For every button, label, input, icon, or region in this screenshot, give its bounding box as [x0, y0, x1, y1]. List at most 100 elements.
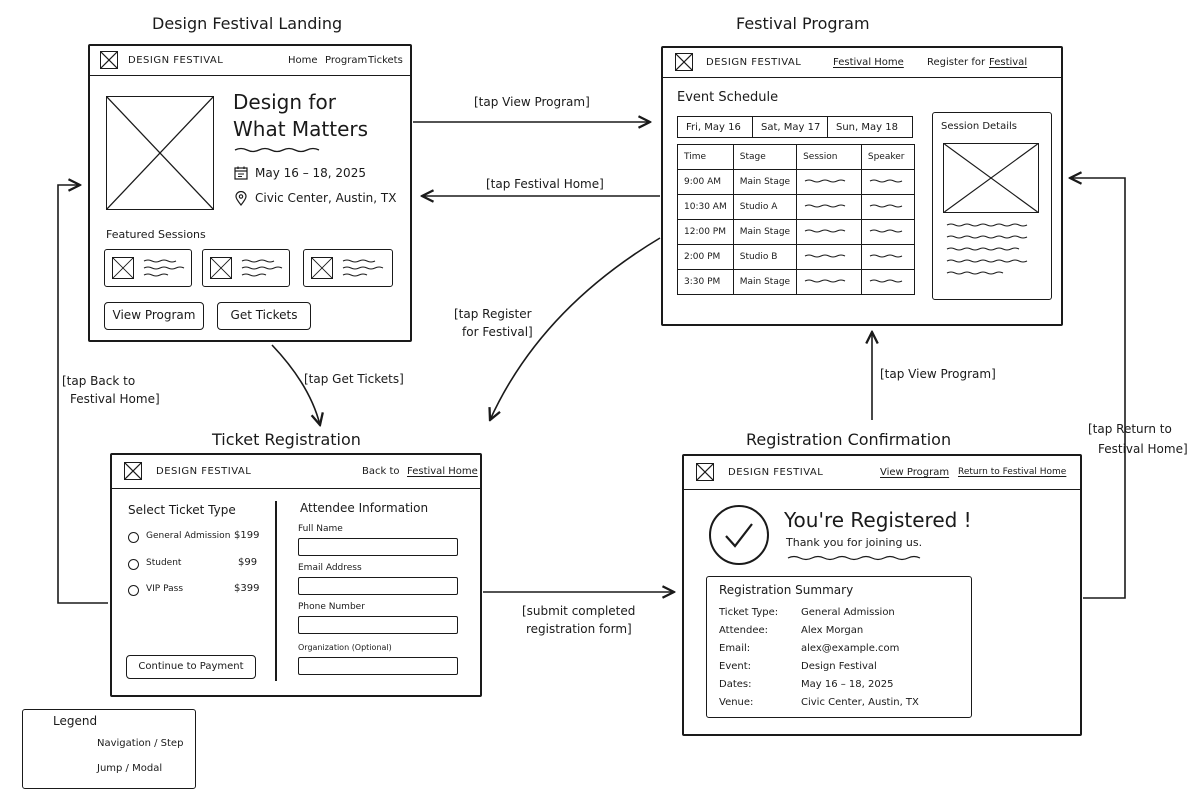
brand-name: DESIGN FESTIVAL — [128, 55, 224, 66]
nav-program[interactable]: Program — [325, 55, 368, 66]
time-cell: 2:00 PM — [677, 244, 734, 270]
brand-name: DESIGN FESTIVAL — [728, 467, 824, 478]
summary-key: Email: — [719, 643, 751, 654]
nav-back-prefix: Back to — [362, 466, 400, 477]
stage-cell: Studio B — [732, 244, 798, 270]
get-tickets-button[interactable]: Get Tickets — [217, 302, 311, 330]
confirmation-screen: DESIGN FESTIVAL View Program Return to F… — [682, 454, 1082, 736]
full-name-input[interactable] — [298, 538, 458, 556]
ticket-radio[interactable] — [128, 585, 139, 596]
featured-session-card[interactable] — [104, 249, 192, 287]
speaker-placeholder — [860, 219, 916, 245]
speaker-placeholder — [860, 169, 916, 195]
edge-label-register-line2: for Festival] — [462, 325, 533, 339]
ticket-radio[interactable] — [128, 559, 139, 570]
logo-icon — [696, 463, 714, 481]
tab-fri[interactable]: Fri, May 16 — [677, 116, 753, 138]
image-placeholder-icon — [210, 257, 232, 279]
table-header-row: Time Stage Session Speaker — [677, 144, 916, 170]
edge-label-submit-line2: registration form] — [526, 622, 632, 636]
summary-key: Dates: — [719, 679, 752, 690]
view-program-button[interactable]: View Program — [104, 302, 204, 330]
edge-label-return-line1: [tap Return to — [1088, 422, 1172, 436]
hero-image-placeholder-icon — [106, 96, 214, 210]
program-screen: DESIGN FESTIVAL Festival Home Register f… — [661, 46, 1063, 326]
field-label: Email Address — [298, 563, 362, 573]
logo-icon — [124, 462, 142, 480]
field-label: Organization (Optional) — [298, 643, 392, 652]
summary-value: alex@example.com — [801, 643, 900, 654]
ticket-name: VIP Pass — [146, 584, 184, 594]
tab-sat[interactable]: Sat, May 17 — [752, 116, 828, 138]
nav-view-program[interactable]: View Program — [880, 467, 950, 478]
phone-input[interactable] — [298, 616, 458, 634]
confirmation-headline: You're Registered ! — [784, 508, 972, 532]
time-cell: 3:30 PM — [677, 269, 734, 295]
day-tabs: Fri, May 16 Sat, May 17 Sun, May 18 — [677, 116, 913, 138]
brand-name: DESIGN FESTIVAL — [706, 57, 802, 68]
ticket-radio[interactable] — [128, 532, 139, 543]
logo-icon — [675, 53, 693, 71]
column-divider — [275, 501, 277, 681]
organization-input[interactable] — [298, 657, 458, 675]
summary-key: Ticket Type: — [719, 607, 779, 618]
session-placeholder — [796, 219, 862, 245]
nav-home[interactable]: Home — [288, 55, 318, 66]
summary-value: May 16 – 18, 2025 — [801, 679, 894, 690]
field-label: Full Name — [298, 524, 343, 534]
nav-festival-home[interactable]: Festival Home — [833, 57, 904, 68]
speaker-placeholder — [860, 194, 916, 220]
nav-return-festival-home[interactable]: Return to Festival Home — [958, 467, 1067, 477]
nav-tickets[interactable]: Tickets — [368, 55, 403, 66]
calendar-icon — [234, 166, 248, 180]
legend-box: Legend Navigation / Step Jump / Modal — [22, 709, 196, 789]
column-header: Session — [796, 144, 862, 170]
text-placeholder — [342, 259, 384, 277]
nav-back-festival-home[interactable]: Festival Home — [407, 466, 478, 477]
edge-label-back-line2: Festival Home] — [70, 392, 160, 406]
checkmark-icon — [709, 505, 769, 565]
brand-name: DESIGN FESTIVAL — [156, 466, 252, 477]
confirmation-topbar: DESIGN FESTIVAL View Program Return to F… — [684, 456, 1080, 490]
summary-key: Event: — [719, 661, 752, 672]
featured-session-card[interactable] — [303, 249, 393, 287]
edge-label-view-program-2: [tap View Program] — [880, 367, 996, 381]
registration-screen: DESIGN FESTIVAL Back to Festival Home Se… — [110, 453, 482, 697]
ticket-price: $199 — [234, 530, 260, 541]
subline-underline-squiggle — [787, 555, 921, 561]
landing-screen: DESIGN FESTIVAL Home Program Tickets Des… — [88, 44, 412, 342]
ticket-price: $399 — [234, 583, 260, 594]
summary-value: Civic Center, Austin, TX — [801, 697, 919, 708]
edge-label-submit-line1: [submit completed — [522, 604, 636, 618]
session-placeholder — [796, 244, 862, 270]
edge-label-register-line1: [tap Register — [454, 307, 532, 321]
stage-cell: Main Stage — [732, 269, 798, 295]
stage-cell: Main Stage — [732, 219, 798, 245]
summary-title: Registration Summary — [719, 583, 854, 597]
program-topbar: DESIGN FESTIVAL Festival Home Register f… — [663, 48, 1061, 78]
session-details-panel: Session Details — [932, 112, 1052, 300]
landing-screen-title: Design Festival Landing — [152, 14, 343, 33]
speaker-placeholder — [860, 244, 916, 270]
continue-to-payment-button[interactable]: Continue to Payment — [126, 655, 256, 679]
summary-value: Design Festival — [801, 661, 877, 672]
ticket-name: Student — [146, 558, 182, 568]
registration-screen-title: Ticket Registration — [212, 430, 361, 449]
tab-sun[interactable]: Sun, May 18 — [827, 116, 913, 138]
featured-session-card[interactable] — [202, 249, 290, 287]
text-placeholder — [143, 259, 185, 277]
ticket-name: General Admission — [146, 531, 231, 541]
email-input[interactable] — [298, 577, 458, 595]
nav-register-festival[interactable]: Festival — [989, 57, 1028, 68]
edge-label-get-tickets: [tap Get Tickets] — [304, 372, 404, 386]
column-header: Speaker — [860, 144, 916, 170]
confirmation-screen-title: Registration Confirmation — [746, 430, 952, 449]
summary-key: Attendee: — [719, 625, 769, 636]
ticket-type-heading: Select Ticket Type — [128, 503, 236, 517]
